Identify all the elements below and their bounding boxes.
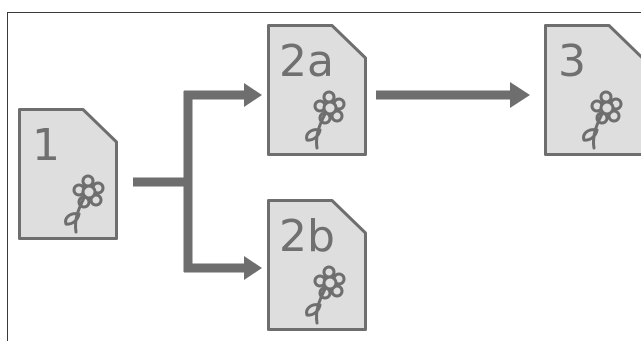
document-1: 1 [18,108,118,240]
document-label: 2a [279,36,334,87]
document-3: 3 [544,24,641,156]
document-2b: 2b [267,199,367,331]
document-icon [544,24,641,156]
document-icon [18,108,118,240]
document-label: 3 [558,36,586,87]
arrowhead-to-2b [244,256,262,280]
document-2a: 2a [267,24,367,156]
arrowhead-to-2a [244,83,262,107]
arrowhead-to-3 [510,82,530,108]
document-label: 2b [279,211,335,262]
document-label: 1 [32,120,60,171]
document-icon [267,199,367,331]
document-icon [267,24,367,156]
